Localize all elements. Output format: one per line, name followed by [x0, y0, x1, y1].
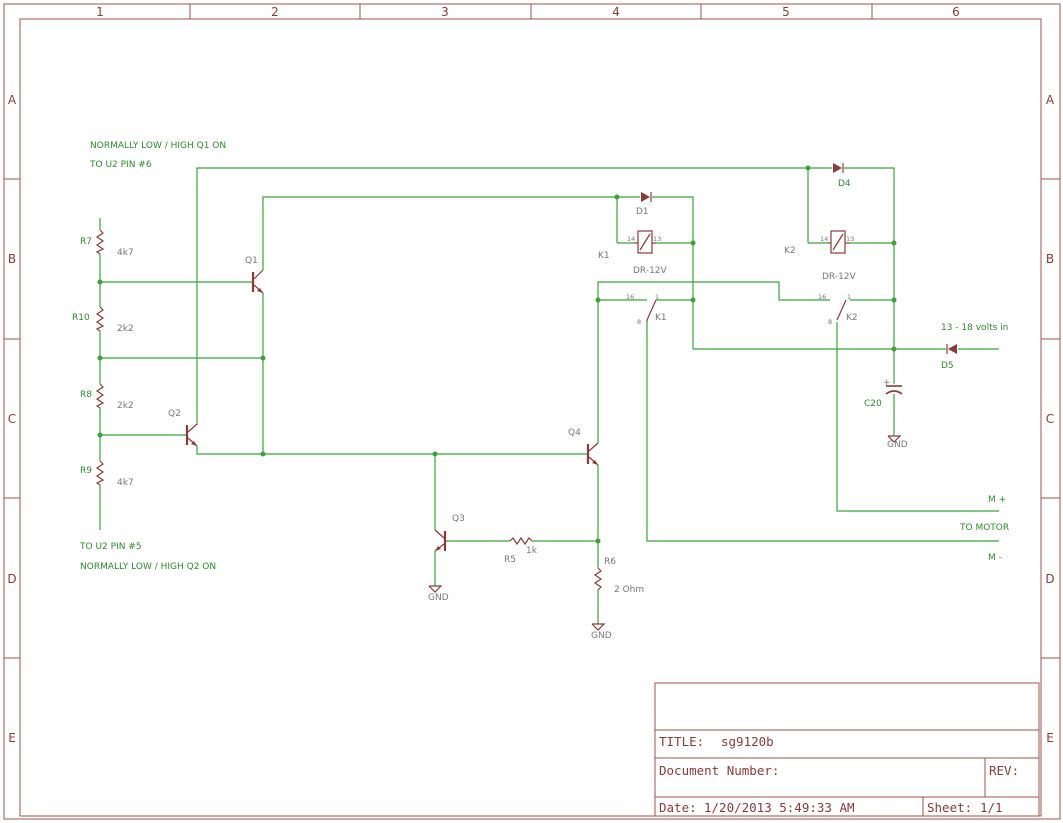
column-2: 2	[271, 5, 279, 19]
row-a-left: A	[8, 93, 17, 107]
title-label: TITLE:	[659, 734, 704, 749]
r9-name: R9	[80, 466, 92, 476]
r8-name: R8	[80, 390, 92, 400]
r7-value: 4k7	[117, 248, 134, 258]
c20-name: C20	[864, 399, 882, 409]
ground-q3: GND	[428, 585, 449, 603]
gnd-label-c20: GND	[887, 440, 908, 450]
column-6: 6	[952, 5, 960, 19]
column-1: 1	[96, 5, 104, 19]
note-supply: 13 - 18 volts in	[941, 323, 1008, 333]
gnd-label-q3: GND	[428, 593, 449, 603]
r6-name: R6	[604, 557, 616, 567]
resistor-r5: R5 1k	[504, 536, 538, 565]
row-b-right: B	[1046, 252, 1054, 266]
r7-name: R7	[80, 237, 92, 247]
row-c-left: C	[8, 412, 16, 426]
column-4: 4	[612, 5, 620, 19]
d4-name: D4	[838, 179, 851, 189]
k2-pin-1: 1	[847, 293, 851, 301]
q4-name: Q4	[568, 428, 581, 438]
junctions	[97, 165, 897, 544]
transistor-q1: Q1	[245, 256, 264, 294]
title-block: TITLE: sg9120b Document Number: REV: Dat…	[654, 682, 1040, 817]
rev-label: REV:	[989, 763, 1019, 778]
gnd-label-r6: GND	[591, 631, 612, 641]
title-value: sg9120b	[721, 734, 774, 749]
d5-name: D5	[941, 361, 954, 371]
d1-name: D1	[636, 207, 649, 217]
ground-c20: GND	[887, 435, 908, 450]
column-markers: 1 2 3 4 5 6	[96, 5, 960, 19]
row-d-right: D	[1045, 572, 1054, 586]
relay-k2: 14 13 DR-12V K2 16 1 8 K2	[784, 230, 858, 326]
wires	[99, 167, 999, 624]
note-bottom-line2: NORMALLY LOW / HIGH Q2 ON	[80, 562, 216, 572]
ground-r6: GND	[591, 623, 612, 641]
row-c-right: C	[1046, 412, 1054, 426]
resistor-r6: R6 2 Ohm	[593, 557, 644, 595]
row-e-right: E	[1046, 731, 1054, 745]
diode-d1: D1	[636, 192, 652, 217]
k2-switch-name: K2	[846, 313, 858, 323]
sheet-label: Sheet:	[927, 800, 972, 815]
c20-polarity: +	[883, 378, 891, 388]
row-markers: A B C D E A B C D E	[7, 93, 1055, 745]
row-d-left: D	[7, 572, 16, 586]
drawing-frame	[3, 3, 1061, 820]
k2-pin-16: 16	[818, 293, 826, 301]
k1-coil-value: DR-12V	[633, 266, 668, 276]
k1-switch-name: K1	[655, 313, 667, 323]
r10-value: 2k2	[117, 324, 134, 334]
note-to-motor: TO MOTOR	[959, 523, 1009, 533]
date-value: 1/20/2013 5:49:33 AM	[704, 800, 855, 815]
resistor-r10: R10 2k2	[72, 306, 134, 334]
resistor-r8: R8 2k2	[80, 383, 134, 411]
sheet-value: 1/1	[980, 800, 1003, 815]
transistor-q2: Q2	[168, 409, 198, 447]
diode-d4: D4	[833, 163, 851, 189]
r6-value: 2 Ohm	[614, 585, 644, 595]
note-m-plus: M +	[988, 495, 1006, 505]
r10-name: R10	[72, 313, 90, 323]
resistor-r9: R9 4k7	[80, 460, 134, 488]
k2-coil-value: DR-12V	[822, 272, 857, 282]
q2-name: Q2	[168, 409, 181, 419]
k2-coil-name: K2	[784, 246, 796, 256]
r5-name: R5	[504, 555, 516, 565]
k1-coil-name: K1	[598, 251, 610, 261]
note-m-minus: M -	[988, 553, 1002, 563]
k2-pin-14: 14	[820, 235, 828, 243]
k1-pin-1: 1	[655, 293, 659, 301]
r9-value: 4k7	[117, 478, 134, 488]
row-b-left: B	[8, 252, 16, 266]
r5-value: 1k	[526, 546, 538, 556]
notes: NORMALLY LOW / HIGH Q1 ON TO U2 PIN #6 T…	[79, 141, 1009, 572]
row-e-left: E	[8, 731, 16, 745]
transistor-q4: Q4	[568, 428, 599, 466]
k2-pin-8: 8	[828, 318, 832, 326]
row-a-right: A	[1046, 93, 1055, 107]
q1-name: Q1	[245, 256, 258, 266]
column-3: 3	[441, 5, 449, 19]
transistor-q3: Q3	[434, 514, 465, 552]
column-5: 5	[782, 5, 790, 19]
q3-name: Q3	[452, 514, 465, 524]
k1-pin-13: 13	[653, 235, 661, 243]
note-top-line1: NORMALLY LOW / HIGH Q1 ON	[90, 141, 226, 151]
document-number-label: Document Number:	[659, 763, 779, 778]
note-bottom-line1: TO U2 PIN #5	[79, 542, 142, 552]
relay-k1: 14 13 DR-12V K1 16 1 8 K1	[598, 230, 668, 326]
k1-pin-14: 14	[627, 235, 635, 243]
note-top-line2: TO U2 PIN #6	[89, 160, 152, 170]
diode-d5: D5	[941, 344, 957, 371]
capacitor-c20: + C20	[864, 378, 903, 409]
r8-value: 2k2	[117, 401, 134, 411]
resistor-r7: R7 4k7	[80, 229, 134, 258]
date-label: Date:	[659, 800, 697, 815]
k1-pin-16: 16	[626, 293, 634, 301]
k2-pin-13: 13	[846, 235, 854, 243]
k1-pin-8: 8	[637, 318, 641, 326]
